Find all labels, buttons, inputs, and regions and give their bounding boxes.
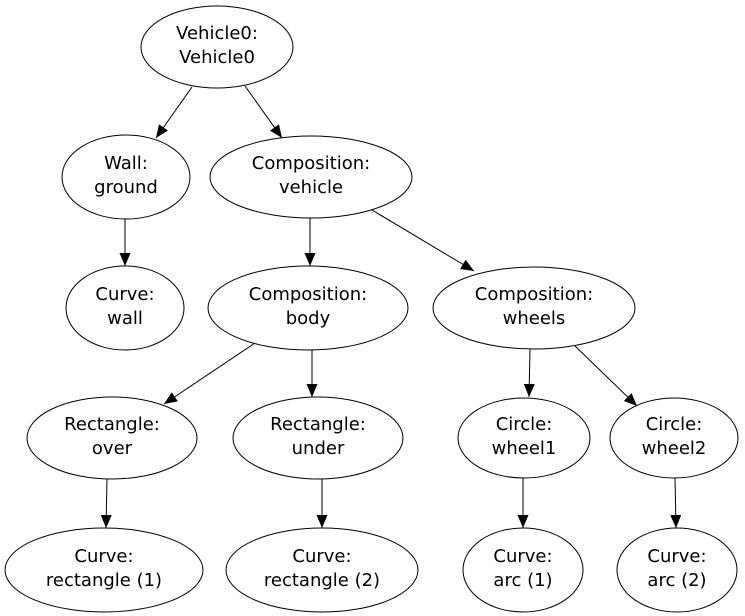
- node-ellipse: [432, 266, 636, 350]
- node-rectangle-over: Rectangle: over: [26, 396, 198, 480]
- node-curve-rectangle-1: Curve: rectangle (1): [4, 527, 204, 613]
- node-ellipse: [65, 265, 185, 351]
- edge-composition-wheels-circle-wheel2: [574, 345, 638, 407]
- node-label-line2: arc (2): [647, 570, 706, 591]
- node-wall-ground: Wall: ground: [61, 134, 191, 220]
- node-ellipse: [209, 135, 413, 219]
- node-label-line2: arc (1): [493, 570, 552, 591]
- edge-group: [100, 85, 682, 529]
- node-label-line1: Rectangle:: [270, 414, 366, 435]
- node-label-line2: under: [292, 438, 345, 459]
- edge-circle-wheel2-curve-arc-2: [670, 477, 682, 529]
- edge-composition-wheels-circle-wheel1: [523, 348, 535, 398]
- node-label-line1: Curve:: [292, 546, 351, 567]
- node-label-line2: wheel2: [642, 438, 707, 459]
- node-curve-arc-1: Curve: arc (1): [462, 527, 584, 613]
- node-label-line1: Rectangle:: [64, 414, 160, 435]
- node-ellipse: [26, 396, 198, 480]
- node-label-line2: wheel1: [492, 438, 557, 459]
- edge-rectangle-over-curve-rectangle-1: [100, 478, 112, 529]
- node-curve-rectangle-2: Curve: rectangle (2): [225, 527, 419, 613]
- edge-vehicle0-composition-vehicle: [244, 85, 283, 139]
- node-label-line1: Curve:: [493, 546, 552, 567]
- node-ellipse: [232, 396, 404, 480]
- edge-composition-body-rectangle-over: [163, 342, 256, 405]
- node-ellipse: [4, 527, 204, 613]
- node-curve-wall: Curve: wall: [65, 265, 185, 351]
- node-label-line2: over: [92, 438, 133, 459]
- node-label-line1: Composition:: [475, 284, 593, 305]
- node-label-line1: Circle:: [496, 414, 553, 435]
- node-circle-wheel1: Circle: wheel1: [457, 397, 591, 479]
- node-label-line1: Vehicle0:: [176, 23, 258, 44]
- node-composition-vehicle: Composition: vehicle: [209, 135, 413, 219]
- node-composition-body: Composition: body: [207, 265, 409, 351]
- node-label-line2: body: [286, 308, 331, 329]
- node-circle-wheel2: Circle: wheel2: [609, 397, 739, 479]
- edge-vehicle0-wall-ground: [155, 86, 193, 139]
- node-label-line2: vehicle: [279, 177, 343, 198]
- node-label-line2: rectangle (1): [46, 570, 162, 591]
- node-composition-wheels: Composition: wheels: [432, 266, 636, 350]
- node-ellipse: [207, 265, 409, 351]
- node-rectangle-under: Rectangle: under: [232, 396, 404, 480]
- node-ellipse: [609, 397, 739, 479]
- node-label-line1: Composition:: [252, 153, 370, 174]
- edge-composition-vehicle-composition-wheels: [371, 209, 475, 272]
- node-label-line2: wheels: [503, 308, 566, 329]
- node-ellipse: [616, 527, 738, 613]
- node-label-line1: Curve:: [647, 546, 706, 567]
- node-label-line1: Circle:: [646, 414, 703, 435]
- node-ellipse: [140, 5, 294, 89]
- node-label-line2: ground: [94, 177, 158, 198]
- node-label-line1: Composition:: [249, 284, 367, 305]
- node-label-line1: Curve:: [74, 546, 133, 567]
- node-label-line1: Wall:: [104, 153, 148, 174]
- node-ellipse: [61, 134, 191, 220]
- node-curve-arc-2: Curve: arc (2): [616, 527, 738, 613]
- node-vehicle0: Vehicle0: Vehicle0: [140, 5, 294, 89]
- node-label-line2: rectangle (2): [264, 570, 380, 591]
- node-ellipse: [457, 397, 591, 479]
- node-ellipse: [225, 527, 419, 613]
- node-label-line2: wall: [107, 308, 143, 329]
- node-label-line1: Curve:: [95, 284, 154, 305]
- node-ellipse: [462, 527, 584, 613]
- node-label-line2: Vehicle0: [179, 47, 255, 68]
